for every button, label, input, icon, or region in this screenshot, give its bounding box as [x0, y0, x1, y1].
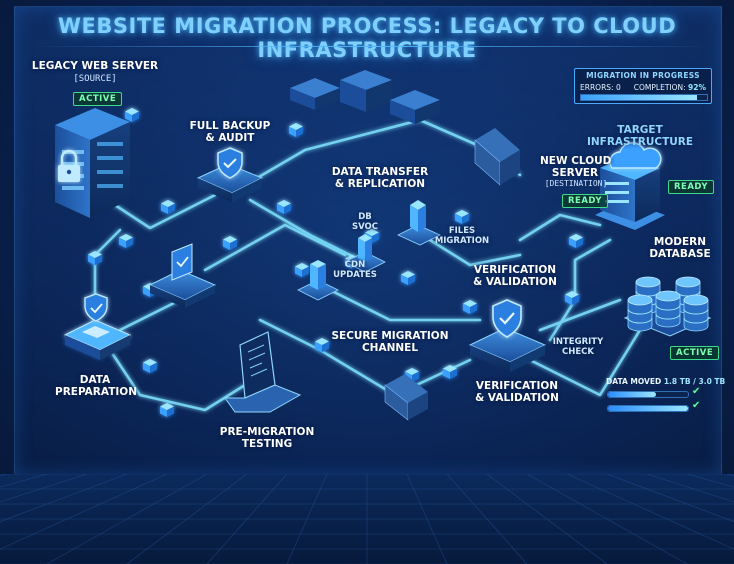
step-prep-label: DATA PREPARATION [55, 374, 135, 398]
step-transfer-label: DATA TRANSFER & REPLICATION [330, 166, 430, 190]
data-packet-icon [565, 291, 579, 305]
data-moved-text: DATA MOVED [606, 377, 661, 386]
legacy-sub: [SOURCE] [55, 74, 135, 84]
database-status-badge: ACTIVE [670, 346, 719, 360]
path-backup-down [250, 200, 360, 260]
step-files-label: FILES MIGRATION [432, 226, 492, 246]
step-testing-label: PRE-MIGRATION TESTING [212, 426, 322, 450]
path-verify-up [550, 240, 610, 340]
data-moved-bar-1 [607, 391, 689, 398]
top-storage-units [290, 70, 440, 124]
legacy-title: LEGACY WEB SERVER [30, 60, 160, 72]
step-cdn-label: CDN UPDATES [330, 260, 380, 280]
data-packet-icon [88, 251, 102, 265]
step-verify-bottom-label: VERIFICATION & VALIDATION [472, 380, 562, 404]
migration-status-panel: MIGRATION IN PROGRESS ERRORS: 0 COMPLETI… [574, 68, 712, 104]
data-moved-value: 1.8 TB / 3.0 TB [664, 377, 725, 386]
data-packet-icon [161, 200, 175, 214]
staging-device [150, 244, 215, 308]
legacy-server [55, 108, 130, 218]
target-header: TARGET INFRASTRUCTURE [570, 124, 710, 148]
data-packet-icon [125, 108, 139, 122]
laptop-icon [225, 332, 300, 412]
data-packet-icon [143, 359, 157, 373]
completion-value: 92% [688, 83, 706, 92]
path-cdn-to-verify [330, 290, 480, 320]
data-packet-icon [401, 271, 415, 285]
path-verify-to-target [520, 215, 600, 240]
step-integrity-label: INTEGRITY CHECK [548, 337, 608, 357]
step-verify-top-label: VERIFICATION & VALIDATION [470, 264, 560, 288]
data-moved-label: DATA MOVED 1.8 TB / 3.0 TB [606, 377, 725, 386]
step-channel-label: SECURE MIGRATION CHANNEL [330, 330, 450, 354]
completion-progress-fill [581, 95, 697, 100]
data-moved-fill-1 [608, 392, 656, 397]
prep-platform [65, 320, 130, 360]
status-completion: COMPLETION: 92% [634, 83, 706, 92]
data-packet-icon [455, 210, 469, 224]
database-title: MODERN DATABASE [640, 236, 720, 260]
data-moved-fill-2 [608, 406, 688, 411]
shield-check-icon [85, 294, 107, 321]
firewall-bottom [385, 374, 428, 420]
firewall-top [475, 128, 520, 185]
database-cylinder-icon [684, 295, 708, 331]
data-packet-icon [160, 403, 174, 417]
cloud-server-title: NEW CLOUD SERVER [540, 155, 610, 179]
status-errors: ERRORS: 0 [580, 83, 621, 92]
completion-progress-bar [580, 94, 708, 101]
data-packet-icon [289, 123, 303, 137]
data-packet-icon [119, 234, 133, 248]
data-packet-icon [277, 200, 291, 214]
check-icon: ✔ [692, 400, 700, 411]
completion-label: COMPLETION: [634, 83, 686, 92]
database-cylinder-icon [628, 295, 652, 331]
data-packet-icon [569, 234, 583, 248]
cloud-server-status-badge-right: READY [668, 180, 714, 194]
step-db-sync-label: DB SVOC [350, 212, 380, 232]
data-packet-icon [463, 300, 477, 314]
cloud-server-sub: [DESTINATION] [536, 179, 616, 188]
legacy-status-badge: ACTIVE [73, 92, 122, 106]
path-to-db [540, 300, 620, 330]
data-packet-icon [223, 236, 237, 250]
status-title: MIGRATION IN PROGRESS [575, 71, 711, 80]
data-moved-bar-2 [607, 405, 689, 412]
step-backup-label: FULL BACKUP & AUDIT [185, 120, 275, 144]
database-cylinder-icon [656, 291, 680, 327]
cloud-server-status-badge: READY [562, 194, 608, 208]
check-icon: ✔ [692, 386, 700, 397]
database-cluster [625, 277, 710, 336]
data-packet-icon [295, 263, 309, 277]
